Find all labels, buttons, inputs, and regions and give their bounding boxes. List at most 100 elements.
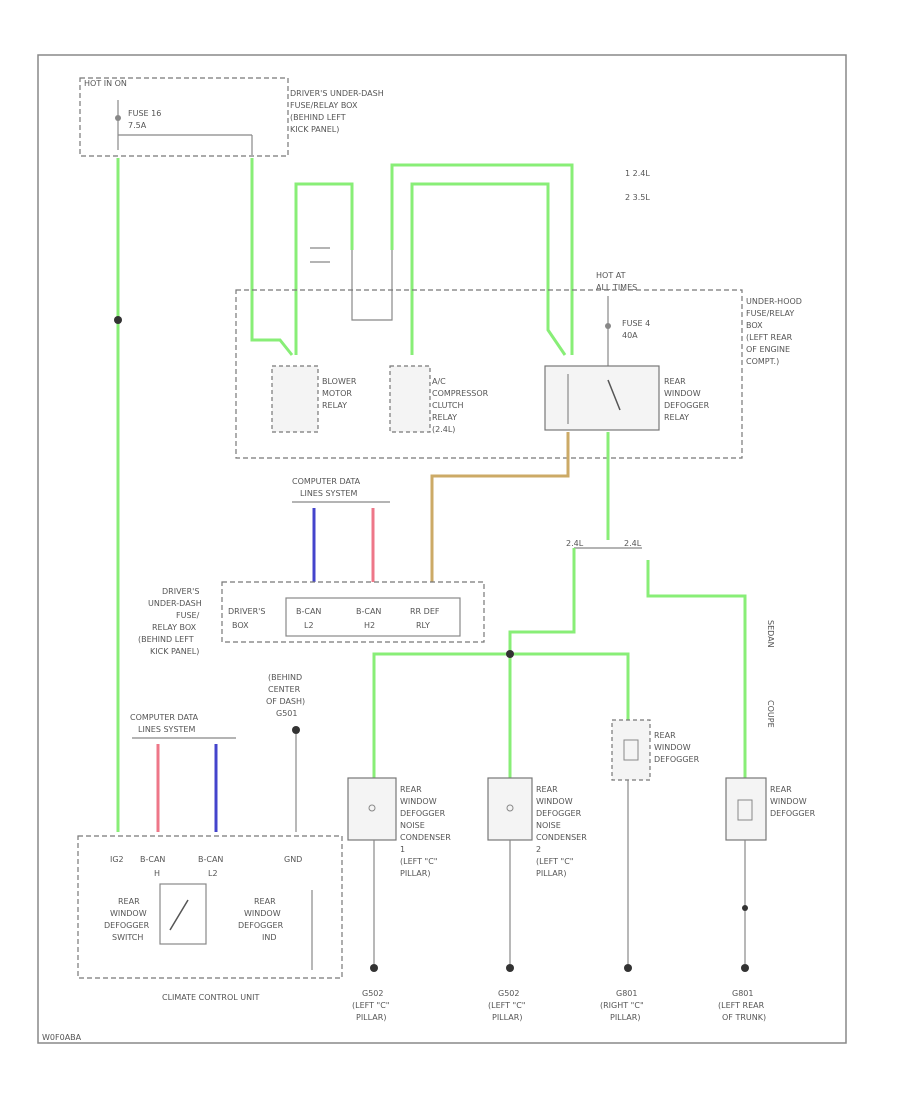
svg-text:B-CAN: B-CAN (198, 855, 223, 864)
svg-text:(LEFT "C": (LEFT "C" (536, 857, 573, 866)
noise-condenser-1 (347, 777, 397, 841)
svg-text:WINDOW: WINDOW (244, 909, 281, 918)
wire-green-relay-in (546, 250, 567, 356)
legend-2: 2 3.5L (625, 193, 650, 202)
svg-text:A/C: A/C (432, 377, 446, 386)
ccu-name: CLIMATE CONTROL UNIT (162, 993, 259, 1002)
svg-text:G801: G801 (616, 989, 637, 998)
svg-text:H: H (154, 869, 160, 878)
svg-text:DRIVER'S: DRIVER'S (162, 587, 199, 596)
wire-green-blower-loop (294, 182, 354, 355)
climate-control-unit (77, 835, 343, 979)
svg-text:REAR: REAR (254, 897, 276, 906)
svg-text:(LEFT "C": (LEFT "C" (352, 1001, 389, 1010)
svg-text:DEFOGGER: DEFOGGER (400, 809, 446, 818)
svg-text:WINDOW: WINDOW (400, 797, 437, 806)
rear-defogger-mid (611, 719, 651, 781)
blower-label: BLOWER MOTOR RELAY (322, 377, 357, 410)
defogger-switch-icon (169, 899, 189, 931)
rear-defogger-right (725, 777, 767, 841)
svg-text:CENTER: CENTER (268, 685, 301, 694)
wire-green-ac-feed (410, 182, 550, 355)
svg-text:WINDOW: WINDOW (536, 797, 573, 806)
svg-text:REAR: REAR (536, 785, 558, 794)
svg-text:RELAY: RELAY (322, 401, 347, 410)
fuse16-amp-label: 7.5A (128, 121, 147, 130)
condenser-2-icon (506, 804, 514, 812)
g3-label: G801 (RIGHT "C" PILLAR) (600, 989, 644, 1022)
svg-text:PILLAR): PILLAR) (356, 1013, 386, 1022)
svg-text:OF DASH): OF DASH) (266, 697, 305, 706)
defog-mid-label: REAR WINDOW DEFOGGER (654, 731, 700, 764)
cond2-label: REAR WINDOW DEFOGGER NOISE CONDENSER 2 (… (536, 785, 587, 878)
svg-text:DEFOGGER: DEFOGGER (536, 809, 582, 818)
wire-green-ac-loop (390, 163, 574, 355)
underhood-fuse-box (235, 289, 743, 459)
svg-text:PILLAR): PILLAR) (536, 869, 566, 878)
defogger-mid-icon (623, 739, 639, 761)
svg-text:LINES SYSTEM: LINES SYSTEM (300, 489, 357, 498)
svg-text:REAR: REAR (400, 785, 422, 794)
svg-text:DEFOGGER: DEFOGGER (654, 755, 700, 764)
svg-text:(BEHIND LEFT: (BEHIND LEFT (138, 635, 194, 644)
svg-text:G501: G501 (276, 709, 297, 718)
svg-text:KICK PANEL): KICK PANEL) (290, 125, 339, 134)
svg-text:(RIGHT "C": (RIGHT "C" (600, 1001, 644, 1010)
svg-text:REAR: REAR (118, 897, 140, 906)
svg-text:B-CAN: B-CAN (356, 607, 381, 616)
svg-text:PILLAR): PILLAR) (400, 869, 430, 878)
svg-text:G801: G801 (732, 989, 753, 998)
svg-text:B-CAN: B-CAN (296, 607, 321, 616)
ac-relay-label: A/C COMPRESSOR CLUTCH RELAY (2.4L) (432, 377, 489, 434)
svg-text:MOTOR: MOTOR (322, 389, 352, 398)
defogger-switch-box (159, 883, 207, 945)
svg-text:KICK PANEL): KICK PANEL) (150, 647, 199, 656)
ground-2-icon (506, 964, 514, 972)
splice-g4 (742, 905, 748, 911)
svg-text:FUSE/RELAY BOX: FUSE/RELAY BOX (290, 101, 358, 110)
wire-green-blower-feed (250, 158, 294, 356)
svg-text:OF TRUNK): OF TRUNK) (722, 1013, 766, 1022)
svg-text:IND: IND (262, 933, 277, 942)
svg-text:DEFOGGER: DEFOGGER (238, 921, 284, 930)
computer-data-top-label: COMPUTER DATA LINES SYSTEM (292, 477, 361, 498)
underdash-fuse-box-left (221, 581, 485, 643)
svg-text:WINDOW: WINDOW (110, 909, 147, 918)
svg-text:REAR: REAR (654, 731, 676, 740)
noise-condenser-2 (487, 777, 533, 841)
svg-text:(2.4L): (2.4L) (432, 425, 455, 434)
svg-text:H2: H2 (364, 621, 375, 630)
svg-text:1: 1 (400, 845, 405, 854)
svg-text:PILLAR): PILLAR) (610, 1013, 640, 1022)
hot-in-run-label: HOT IN ON (84, 79, 127, 88)
svg-text:COMPUTER DATA: COMPUTER DATA (292, 477, 361, 486)
svg-text:WINDOW: WINDOW (664, 389, 701, 398)
ccu-pins: IG2 B-CAN B-CAN GND H L2 (110, 855, 302, 878)
svg-text:BOX: BOX (232, 621, 249, 630)
ac-compressor-relay (389, 365, 431, 433)
sedan-label: SEDAN (766, 620, 775, 648)
svg-text:(LEFT "C": (LEFT "C" (400, 857, 437, 866)
legend-1: 1 2.4L (625, 169, 650, 178)
svg-text:DEFOGGER: DEFOGGER (770, 809, 816, 818)
svg-text:REAR: REAR (770, 785, 792, 794)
wire-green-branch-right (646, 560, 747, 778)
svg-text:COMPUTER DATA: COMPUTER DATA (130, 713, 199, 722)
defog-right-label: REAR WINDOW DEFOGGER (770, 785, 816, 818)
g4-label: G801 (LEFT REAR OF TRUNK) (718, 989, 766, 1022)
splice-right (506, 650, 514, 658)
svg-text:BOX: BOX (746, 321, 763, 330)
underdash-left-label: DRIVER'S UNDER-DASH FUSE/ RELAY BOX (BEH… (138, 587, 202, 656)
svg-text:(LEFT REAR: (LEFT REAR (718, 1001, 765, 1010)
ccu-switch-label: REAR WINDOW DEFOGGER SWITCH (104, 897, 150, 942)
fuse4-amp-label: 40A (622, 331, 638, 340)
fuse16-icon (115, 115, 121, 121)
svg-text:FUSE/: FUSE/ (176, 611, 200, 620)
svg-text:RLY: RLY (416, 621, 430, 630)
g1-label: G502 (LEFT "C" PILLAR) (352, 989, 389, 1022)
svg-text:IG2: IG2 (110, 855, 124, 864)
defogger-right-icon (737, 799, 753, 821)
svg-text:DRIVER'S UNDER-DASH: DRIVER'S UNDER-DASH (290, 89, 384, 98)
dash-fuse-box-top (79, 77, 289, 157)
